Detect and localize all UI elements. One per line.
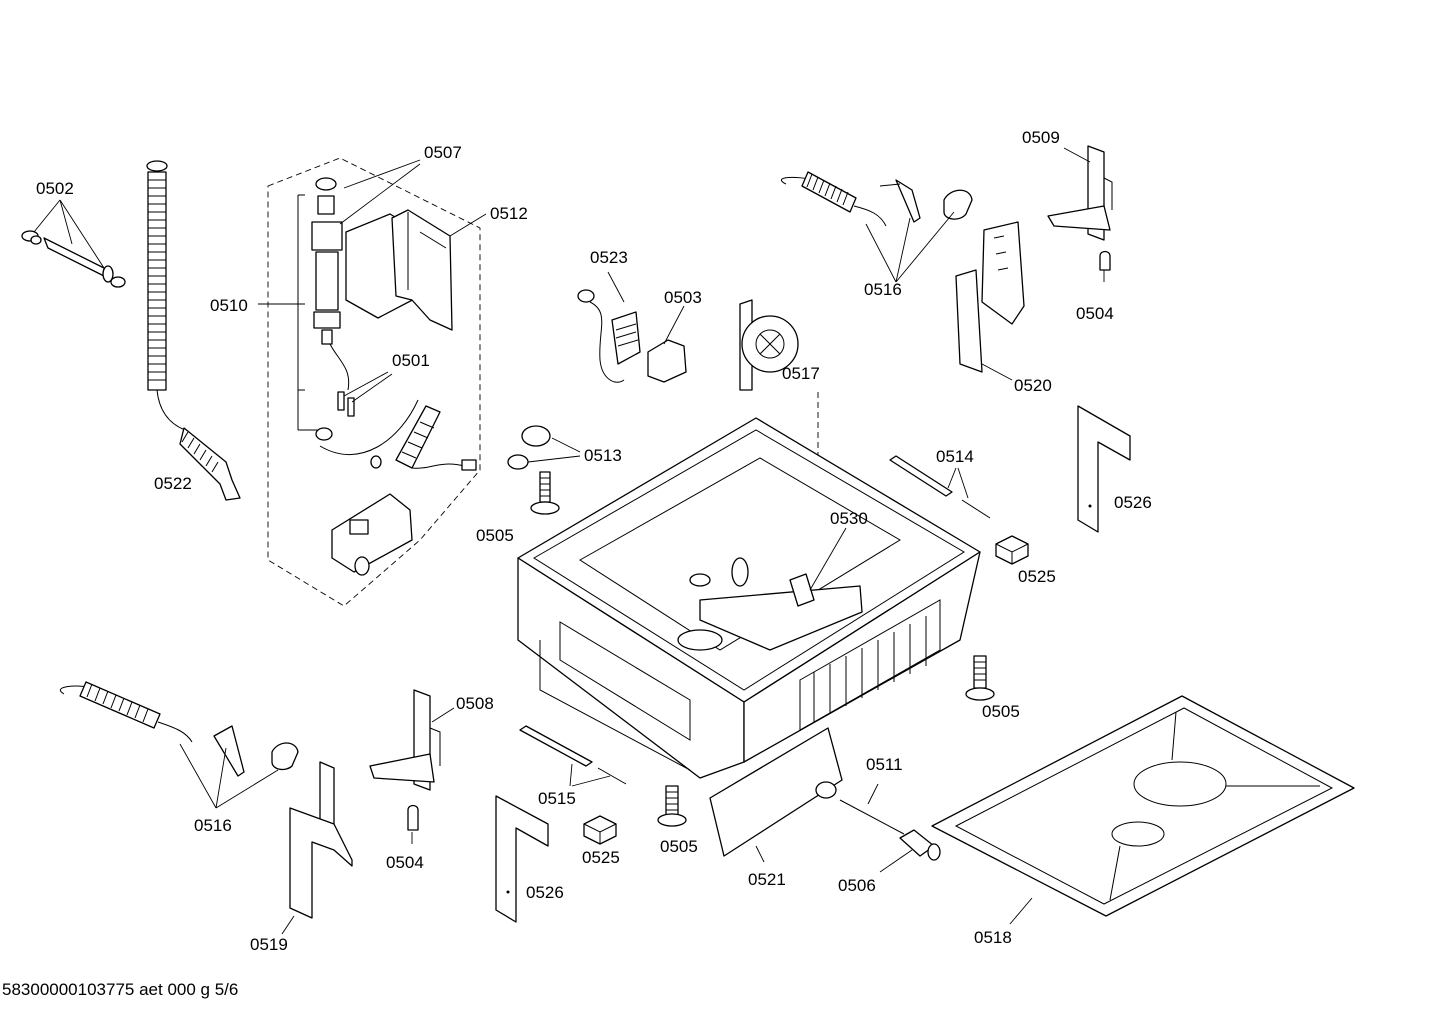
part-0509-drawing (1047, 145, 1113, 241)
label-0515[interactable]: 0515 (538, 789, 576, 808)
label-0501[interactable]: 0501 (392, 351, 430, 370)
part-0526-top-drawing (1077, 405, 1131, 533)
label-0504-top[interactable]: 0504 (1076, 304, 1114, 323)
label-0523[interactable]: 0523 (590, 248, 628, 267)
part-0504-top-drawing (1099, 250, 1111, 282)
part-0508-drawing (369, 689, 455, 791)
part-0525-bottom-drawing (583, 815, 617, 845)
label-0508[interactable]: 0508 (456, 694, 494, 713)
label-0514[interactable]: 0514 (936, 447, 974, 466)
label-0504-bottom[interactable]: 0504 (386, 853, 424, 872)
label-0503[interactable]: 0503 (664, 288, 702, 307)
label-0521[interactable]: 0521 (748, 870, 786, 889)
label-0502[interactable]: 0502 (36, 179, 74, 198)
label-0507[interactable]: 0507 (424, 143, 462, 162)
label-0509[interactable]: 0509 (1022, 128, 1060, 147)
label-0516-bottom[interactable]: 0516 (194, 816, 232, 835)
part-0502-drawing (21, 199, 126, 288)
label-0522[interactable]: 0522 (154, 474, 192, 493)
label-0526-bottom[interactable]: 0526 (526, 883, 564, 902)
part-0519-drawing (281, 761, 353, 935)
part-0506-drawing (879, 829, 941, 873)
part-0511-drawing (839, 783, 905, 835)
label-0511[interactable]: 0511 (866, 755, 903, 774)
part-0501-drawing (315, 371, 419, 456)
part-0521-drawing (709, 727, 843, 863)
label-0506[interactable]: 0506 (838, 876, 876, 895)
base-tub-drawing (517, 417, 981, 779)
label-0519[interactable]: 0519 (250, 935, 288, 954)
label-0505-right[interactable]: 0505 (982, 702, 1020, 721)
part-connector-hose-drawing (331, 405, 477, 576)
part-0520-drawing (955, 221, 1025, 381)
part-0517-drawing (739, 299, 819, 620)
part-0512-drawing (345, 209, 487, 331)
part-0505-screw-right-drawing (965, 655, 995, 701)
label-0518[interactable]: 0518 (974, 928, 1012, 947)
part-0526-bottom-drawing (495, 795, 549, 923)
part-labels: 0502 0507 0512 0510 0501 0522 0523 0503 … (36, 128, 1152, 954)
assembly-group-outline (267, 157, 481, 607)
part-0518-drawing (931, 695, 1355, 925)
label-0513[interactable]: 0513 (584, 446, 622, 465)
label-0530[interactable]: 0530 (830, 509, 868, 528)
label-0505-top[interactable]: 0505 (476, 526, 514, 545)
part-0523-drawing (577, 271, 641, 383)
part-0522-drawing (146, 160, 241, 501)
part-0514-drawing (889, 455, 991, 519)
label-0512[interactable]: 0512 (490, 204, 528, 223)
label-0526-top[interactable]: 0526 (1114, 493, 1152, 512)
label-0516-top[interactable]: 0516 (864, 280, 902, 299)
label-0510[interactable]: 0510 (210, 296, 248, 315)
part-0505-screw-top-drawing (530, 471, 560, 515)
label-0525-bottom[interactable]: 0525 (582, 848, 620, 867)
label-0505-bottom[interactable]: 0505 (660, 837, 698, 856)
part-0513-drawing (507, 425, 581, 470)
part-0503-drawing (647, 305, 687, 383)
part-0516-top-drawing (781, 171, 973, 283)
part-0515-drawing (519, 725, 627, 787)
part-0505-screw-bottom-drawing (657, 785, 687, 827)
label-0517[interactable]: 0517 (782, 364, 820, 383)
part-0516-bottom-drawing (60, 681, 299, 809)
label-0525-top[interactable]: 0525 (1018, 567, 1056, 586)
label-0520[interactable]: 0520 (1014, 376, 1052, 395)
part-0525-top-drawing (995, 535, 1029, 565)
document-id: 58300000103775 aet 000 g 5/6 (2, 980, 239, 999)
part-0510-drawing (258, 159, 421, 431)
part-0504-bottom-drawing (407, 804, 419, 844)
